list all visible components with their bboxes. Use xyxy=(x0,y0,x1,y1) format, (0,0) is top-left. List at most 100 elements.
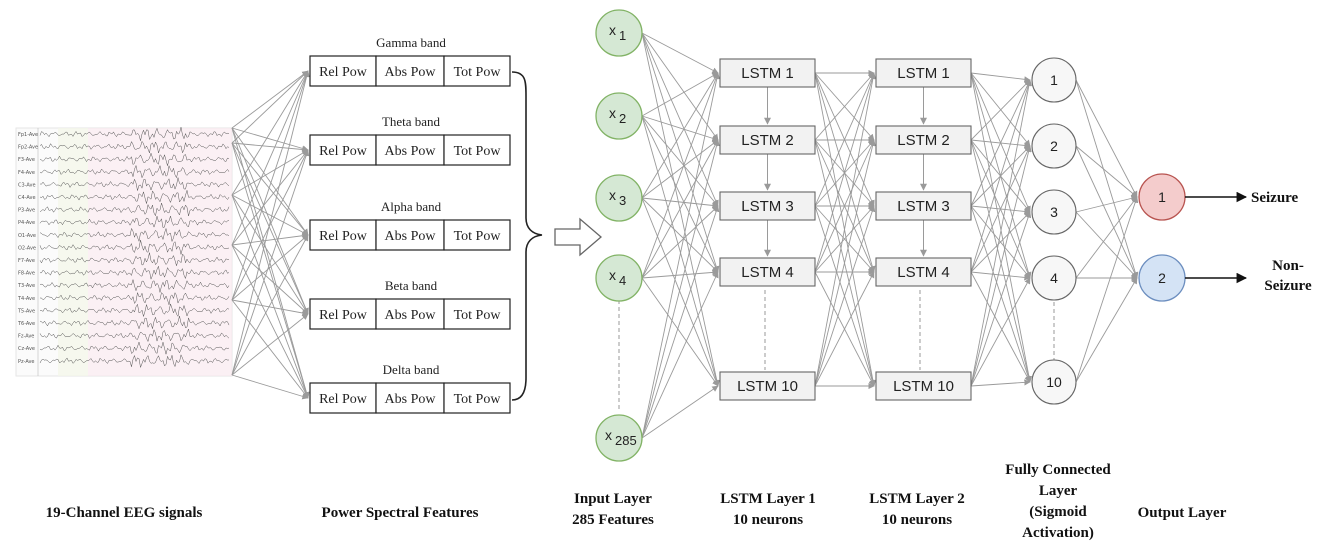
fc-output-edge xyxy=(1075,196,1138,279)
features-brace xyxy=(511,71,543,401)
lstm2-fc-edge xyxy=(970,271,1031,383)
caption-lstm2: 10 neurons xyxy=(882,512,952,528)
lstm1-lstm2-edge xyxy=(814,72,875,141)
lstm1-cell-label: LSTM 2 xyxy=(741,132,794,149)
band-title: Gamma band xyxy=(376,35,446,50)
fc-node-circle xyxy=(1031,57,1077,103)
band-cell-label: Tot Pow xyxy=(454,229,502,244)
eeg-channel-label: Pz-Ave xyxy=(18,359,35,365)
input-node-subscript: 1 xyxy=(619,28,626,43)
input-node-subscript: 3 xyxy=(619,193,626,208)
eeg-channel-label: Fz-Ave xyxy=(18,334,34,340)
input-lstm1-edge xyxy=(641,139,719,279)
eeg-band-edge xyxy=(231,70,309,129)
fc-node: 10 xyxy=(1031,359,1077,405)
caption-input: 285 Features xyxy=(572,512,654,528)
fc-node-label: 10 xyxy=(1046,374,1062,390)
lstm1-lstm2-edge xyxy=(814,72,877,387)
lstm1-cell-box xyxy=(719,371,816,401)
eeg-channel-label: O2-Ave xyxy=(18,245,36,251)
eeg-trace xyxy=(39,127,230,141)
lstm2-fc-edge xyxy=(970,211,1031,273)
band-cell-label: Abs Pow xyxy=(385,392,437,407)
lstm1-lstm2-edge xyxy=(814,139,875,273)
eeg-band-edge xyxy=(231,142,310,399)
lstm1-cell: LSTM 4 xyxy=(719,257,816,287)
input-lstm1-edge xyxy=(641,277,719,387)
caption-lstm2: LSTM Layer 2 xyxy=(869,491,965,507)
lstm2-cell: LSTM 4 xyxy=(875,257,972,287)
input-lstm1-edge xyxy=(641,32,719,141)
eeg-band-edge xyxy=(231,70,310,376)
eeg-trace xyxy=(39,227,230,243)
lstm1-lstm2-edge xyxy=(814,139,876,387)
eeg-band-edge xyxy=(231,194,309,236)
eeg-channel-label: P4-Ave xyxy=(18,220,35,226)
network-connections xyxy=(641,32,1139,439)
lstm2-fc-edge xyxy=(970,79,1032,273)
lstm1-lstm2-edge xyxy=(814,72,875,207)
lstm1-cell-box xyxy=(719,58,816,88)
fc-node-label: 1 xyxy=(1050,72,1058,88)
band-cell-label: Tot Pow xyxy=(454,392,502,407)
input-lstm1-edge xyxy=(641,269,719,279)
fc-node: 4 xyxy=(1031,255,1077,301)
fc-output-edge xyxy=(1075,145,1138,198)
input-lstm1-edge xyxy=(641,271,719,439)
eeg-channel-label: F8-Ave xyxy=(18,271,35,277)
input-node-circle xyxy=(595,414,643,462)
eeg-trace xyxy=(39,164,230,179)
lstm1-cell: LSTM 3 xyxy=(719,191,816,221)
band-cell-label: Abs Pow xyxy=(385,308,437,323)
lstm2-cell-box xyxy=(875,191,972,221)
input-lstm1-edge xyxy=(641,72,719,199)
band-cell xyxy=(375,55,445,87)
band-cell xyxy=(309,55,377,87)
caption-fc: Layer xyxy=(1039,483,1078,499)
band-cell-label: Abs Pow xyxy=(385,144,437,159)
fc-output-edge xyxy=(1075,145,1138,279)
ellipsis-dashes xyxy=(618,290,1055,410)
lstm1-lstm2-edge xyxy=(814,205,875,273)
eeg-band-edge xyxy=(231,374,309,400)
fc-node-circle xyxy=(1031,123,1077,169)
lstm2-cell-box xyxy=(875,257,972,287)
output-node-label: 1 xyxy=(1158,189,1166,205)
eeg-trace xyxy=(39,341,230,355)
input-lstm1-edge xyxy=(641,72,720,439)
lstm1-cell-box xyxy=(719,125,816,155)
lstm2-fc-edge xyxy=(970,145,1031,273)
eeg-band-edge xyxy=(231,194,309,315)
lstm2-fc-edge xyxy=(970,79,1031,207)
fc-output-edge xyxy=(1075,196,1139,383)
input-node-base: x xyxy=(609,22,616,38)
eeg-channel-label: P3-Ave xyxy=(18,208,35,214)
input-node-circle xyxy=(595,92,643,140)
output-class-label: Non- xyxy=(1272,258,1304,274)
band-cell-label: Rel Pow xyxy=(319,229,368,244)
input-node-base: x xyxy=(609,105,616,121)
caption-lstm1: 10 neurons xyxy=(733,512,803,528)
eeg-band-edge xyxy=(231,70,309,246)
eeg-band-edge xyxy=(231,244,309,315)
input-node-circle xyxy=(595,254,643,302)
lstm2-cell-label: LSTM 10 xyxy=(893,378,954,395)
input-lstm1-edge xyxy=(641,139,720,439)
input-lstm1-edge xyxy=(641,385,719,439)
eeg-band-edge xyxy=(231,299,309,399)
eeg-band-edge xyxy=(231,142,309,315)
band-title: Alpha band xyxy=(381,199,442,214)
eeg-trace xyxy=(39,215,230,228)
eeg-channel-label: T6-Ave xyxy=(17,321,35,327)
fc-output-edge xyxy=(1075,79,1139,279)
input-lstm1-edge xyxy=(641,197,719,209)
lstm2-fc-edge xyxy=(970,72,1031,83)
lstm2-fc-edge xyxy=(970,139,1032,383)
